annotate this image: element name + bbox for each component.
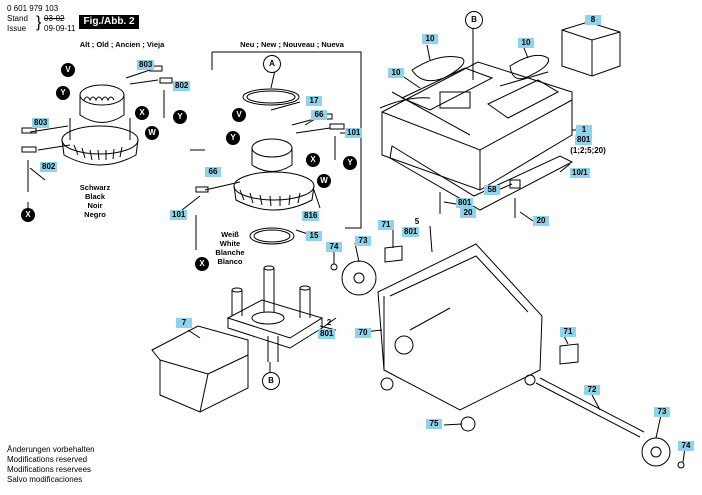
- footer-es: Salvo modificaciones: [7, 475, 83, 484]
- caption-black: Schwarz Black Noir Negro: [70, 183, 120, 219]
- caption-new: Neu ; New ; Nouveau ; Nueva: [240, 40, 344, 49]
- label-71-top: 71: [378, 220, 394, 230]
- label-816: 816: [302, 211, 320, 221]
- label-74-left: 74: [326, 242, 342, 252]
- motor-mount-drawing: [226, 265, 324, 362]
- circle-y-old-2: Y: [173, 110, 187, 124]
- stand-date-old: 03-02: [44, 14, 65, 23]
- label-20-a: 20: [460, 208, 476, 218]
- caption-white: Weiß White Blanche Blanco: [208, 230, 252, 266]
- circle-a: A: [263, 55, 281, 73]
- label-72: 72: [584, 385, 600, 395]
- label-58: 58: [484, 185, 500, 195]
- label-20-b: 20: [533, 216, 549, 226]
- label-802-top: 802: [173, 81, 191, 91]
- filter-drawing: [151, 325, 249, 413]
- label-8: 8: [585, 15, 601, 25]
- tank-drawing: [377, 243, 543, 432]
- label-801-screw: 801: [456, 198, 474, 208]
- label-70: 70: [355, 328, 371, 338]
- label-75: 75: [426, 419, 442, 429]
- figure-label: Fig./Abb. 2: [79, 15, 139, 29]
- label-10-b: 10: [518, 38, 534, 48]
- caption-white-es: Blanco: [217, 257, 243, 266]
- circle-x-new-2: X: [195, 257, 209, 271]
- brace-glyph: }: [36, 14, 42, 31]
- label-101-right: 101: [345, 128, 363, 138]
- issue-date: 09-09-11: [44, 24, 76, 33]
- footer-en: Modifications reserved: [7, 455, 88, 464]
- label-802-left: 802: [40, 162, 58, 172]
- circle-v-old: V: [61, 63, 75, 77]
- label-1: 1: [576, 125, 592, 135]
- caption-white-de: Weiß: [221, 230, 239, 239]
- label-101-left: 101: [170, 210, 188, 220]
- label-2-struck: 2: [326, 318, 332, 327]
- label-1-note: (1;2;5;20): [570, 146, 606, 155]
- label-73-right: 73: [654, 407, 670, 417]
- circle-y-new-2: Y: [343, 156, 357, 170]
- old-motor-drawing: [21, 65, 173, 192]
- label-10-1: 10/1: [570, 168, 590, 178]
- label-73-left: 73: [355, 236, 371, 246]
- caption-white-en: White: [219, 239, 241, 248]
- label-801-mount: 801: [318, 329, 336, 339]
- caption-black-de: Schwarz: [79, 183, 111, 192]
- circle-y-old: Y: [56, 86, 70, 100]
- label-15: 15: [306, 231, 322, 241]
- stand-label: Stand: [7, 14, 28, 23]
- circle-x-new: X: [306, 153, 320, 167]
- label-71-right: 71: [560, 327, 576, 337]
- circle-x-old: X: [135, 106, 149, 120]
- circle-y-new: Y: [226, 131, 240, 145]
- circle-v-new: V: [232, 108, 246, 122]
- circle-w-old: W: [145, 126, 159, 140]
- lid-drawing: [381, 61, 573, 191]
- circle-x-old-2: X: [21, 208, 35, 222]
- part-number: 0 601 979 103: [7, 4, 59, 13]
- label-801-lid: 801: [575, 135, 593, 145]
- label-7: 7: [176, 318, 192, 328]
- label-5: 5: [414, 217, 420, 226]
- caption-white-fr: Blanche: [215, 248, 245, 257]
- label-803-left: 803: [32, 118, 50, 128]
- circle-w-new: W: [317, 174, 331, 188]
- label-74-right: 74: [678, 441, 694, 451]
- footer-fr: Modifications reservees: [7, 465, 92, 474]
- footer-notes: Änderungen vorbehalten Modifications res…: [7, 445, 95, 485]
- label-66-left: 66: [205, 167, 221, 177]
- label-801-clip: 801: [402, 227, 420, 237]
- issue-label: Issue: [7, 24, 27, 33]
- caption-black-en: Black: [84, 192, 105, 201]
- footer-de: Änderungen vorbehalten: [7, 445, 95, 454]
- caption-black-fr: Noir: [87, 201, 103, 210]
- circle-b-mount: B: [262, 372, 280, 390]
- label-66-top: 66: [311, 110, 327, 120]
- caption-black-es: Negro: [84, 210, 106, 219]
- label-10-c: 10: [388, 68, 404, 78]
- label-17: 17: [306, 96, 322, 106]
- label-10-a: 10: [422, 34, 438, 44]
- circle-b-lid: B: [465, 11, 483, 29]
- label-803-top: 803: [137, 60, 155, 70]
- caption-old: Alt ; Old ; Ancien ; Vieja: [79, 40, 165, 49]
